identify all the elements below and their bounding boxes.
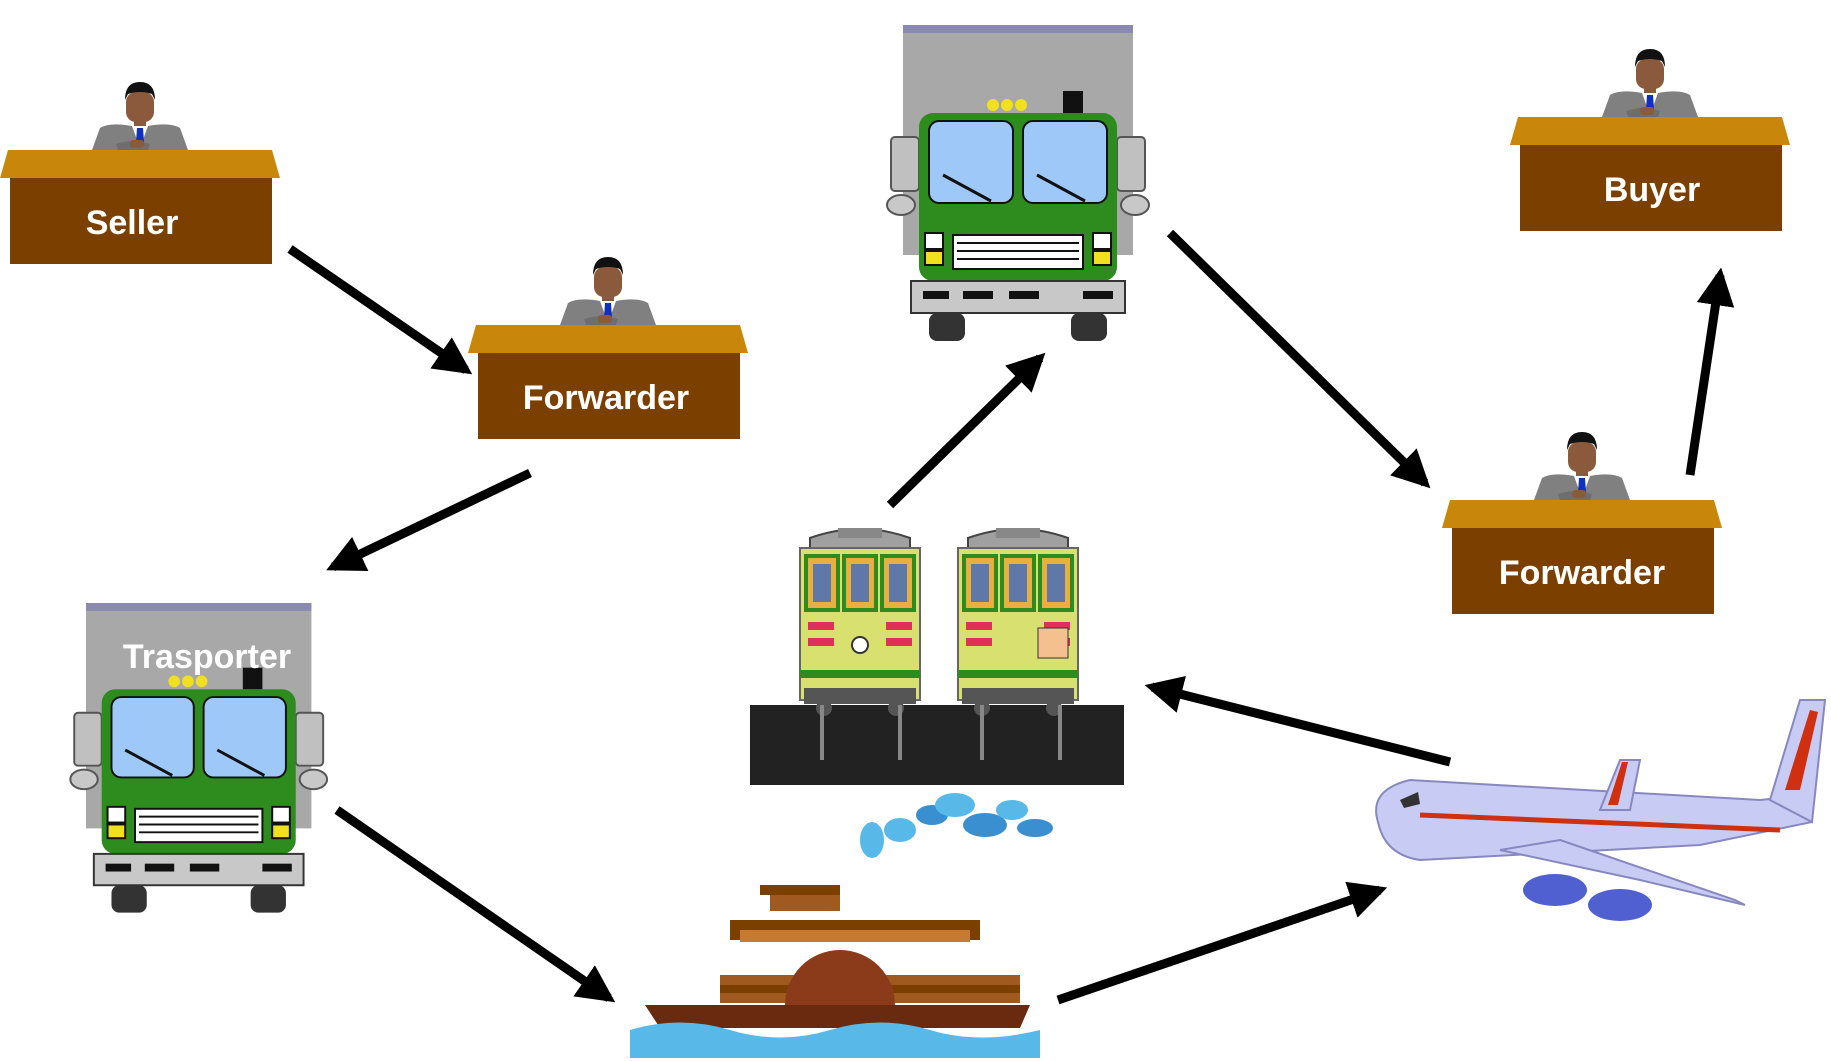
flow-arrows: [287, 229, 1735, 1005]
paddle-steamer-icon: [630, 793, 1053, 1058]
tram-platform: [750, 705, 1124, 785]
businessman-icon: [1534, 432, 1630, 500]
arrow-tram-to-truck: [886, 352, 1046, 509]
buyer-label: Buyer: [1604, 171, 1700, 209]
forwarder-destination-label: Forwarder: [1499, 554, 1665, 592]
transporter-label: Trasporter: [123, 638, 291, 676]
businessman-icon: [92, 82, 188, 150]
arrow-transporter-to-ship: [334, 806, 616, 1003]
arrow-plane-to-tram: [1144, 676, 1452, 767]
buyer-desk: Buyer: [1510, 49, 1790, 231]
cable-cars: [750, 526, 1124, 785]
forwarder-destination-desk: Forwarder: [1442, 432, 1722, 614]
seller-label: Seller: [86, 204, 179, 242]
arrow-forwarder-to-buyer: [1685, 267, 1735, 476]
cable-car-icon: [956, 526, 1080, 718]
arrow-forwarder-to-transporter: [326, 468, 532, 572]
truck-icon: [885, 23, 1151, 343]
arrow-seller-to-forwarder: [287, 245, 473, 375]
arrow-truck-to-forwarder: [1166, 229, 1431, 489]
forwarder-origin-desk: Forwarder: [468, 257, 748, 439]
cable-car-icon: [798, 526, 922, 718]
seller-desk: Seller: [0, 82, 280, 264]
airplane-icon: [1375, 699, 1827, 921]
arrow-ship-to-plane: [1056, 881, 1388, 1005]
truck-top: [885, 23, 1151, 343]
businessman-icon: [1602, 49, 1698, 117]
businessman-icon: [560, 257, 656, 325]
forwarder-origin-label: Forwarder: [523, 379, 689, 417]
